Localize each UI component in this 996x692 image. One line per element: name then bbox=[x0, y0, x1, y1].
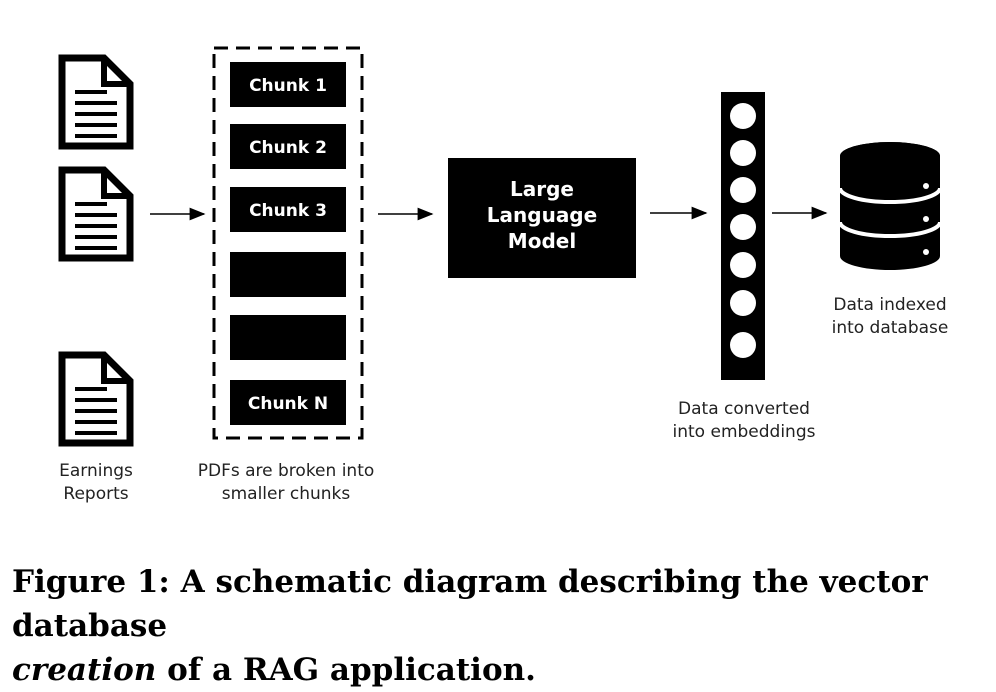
embedding-dot bbox=[730, 177, 756, 203]
caption-italic-word: creation bbox=[12, 652, 157, 688]
caption-body: A schematic diagram describing the vecto… bbox=[12, 564, 928, 644]
caption-rest: of a RAG application. bbox=[156, 652, 536, 688]
database-label-line-1: Data indexed bbox=[833, 295, 946, 315]
chunk-1: Chunk 1 bbox=[230, 62, 346, 107]
figure-caption: Figure 1: A schematic diagram describing… bbox=[12, 560, 992, 692]
database-icon bbox=[838, 142, 942, 270]
caption-prefix: Figure 1: bbox=[12, 564, 181, 600]
chunks-label-line-1: PDFs are broken into bbox=[198, 461, 375, 481]
embeddings-label-line-2: into embeddings bbox=[673, 422, 816, 442]
chunk-1-label: Chunk 1 bbox=[249, 76, 327, 96]
chunk-n: Chunk N bbox=[230, 380, 346, 425]
chunks-container bbox=[212, 46, 364, 440]
embedding-dot bbox=[730, 140, 756, 166]
llm-label-line-2: Language bbox=[487, 203, 597, 227]
rag-diagram: Earnings Reports Chunk 1 Chunk 2 Chunk 3… bbox=[0, 46, 949, 504]
embedding-dot bbox=[730, 252, 756, 278]
embedding-vector bbox=[721, 92, 765, 380]
chunk-n-label: Chunk N bbox=[248, 394, 328, 414]
documents-label-line-1: Earnings bbox=[59, 461, 133, 481]
chunk-2-label: Chunk 2 bbox=[249, 138, 327, 158]
documents-label-line-2: Reports bbox=[63, 484, 128, 504]
chunk-3-label: Chunk 3 bbox=[249, 201, 327, 221]
document-icon-1 bbox=[62, 58, 130, 146]
chunk-5 bbox=[230, 315, 346, 360]
chunk-3: Chunk 3 bbox=[230, 187, 346, 232]
llm-label-line-1: Large bbox=[510, 177, 574, 201]
document-icon-2 bbox=[62, 170, 130, 258]
embeddings-label-line-1: Data converted bbox=[678, 399, 810, 419]
embedding-dot bbox=[730, 103, 756, 129]
chunks-label-line-2: smaller chunks bbox=[222, 484, 351, 504]
llm-box: Large Language Model bbox=[448, 158, 636, 278]
database-label-line-2: into database bbox=[832, 318, 949, 338]
embedding-dot bbox=[730, 332, 756, 358]
document-icon-3 bbox=[62, 355, 130, 443]
chunk-2: Chunk 2 bbox=[230, 124, 346, 169]
embedding-dot bbox=[730, 214, 756, 240]
embedding-dot bbox=[730, 290, 756, 316]
llm-label-line-3: Model bbox=[508, 229, 576, 253]
chunk-4 bbox=[230, 252, 346, 297]
